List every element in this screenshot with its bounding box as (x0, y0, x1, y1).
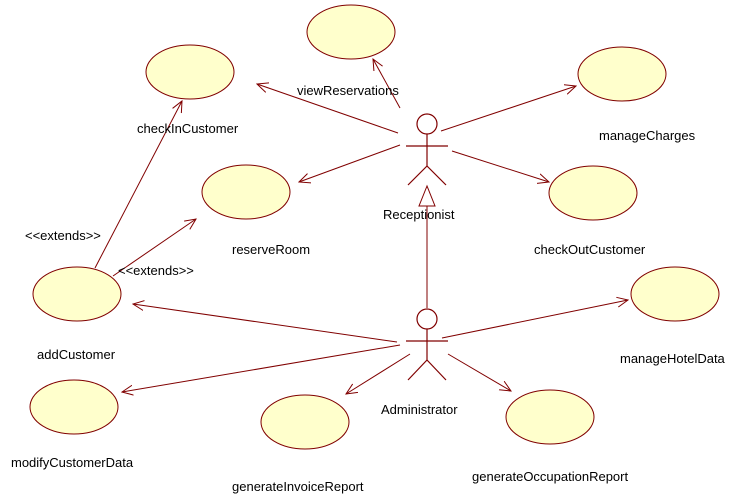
receptionist-actor-icon[interactable] (406, 113, 448, 186)
assoc-admin-add-customer (133, 304, 398, 343)
generalization-arrowhead (418, 184, 436, 207)
usecase-check-out-customer[interactable] (548, 165, 638, 221)
label-check-out-customer: checkOutCustomer (534, 242, 646, 257)
usecase-manage-hotel-data[interactable] (630, 266, 720, 322)
label-add-customer: addCustomer (37, 347, 116, 362)
assoc-receptionist-reserve-room (299, 144, 401, 182)
extends-line-check-in (94, 101, 182, 269)
label-manage-hotel-data: manageHotelData (620, 351, 726, 366)
assoc-receptionist-check-in (257, 84, 399, 134)
label-receptionist: Receptionist (383, 207, 455, 222)
label-view-reservations: viewReservations (297, 83, 399, 98)
usecase-modify-customer-data[interactable] (29, 379, 119, 435)
assoc-admin-occupation-report (447, 353, 511, 391)
assoc-admin-manage-hotel-data (441, 300, 628, 339)
label-administrator: Administrator (381, 402, 458, 417)
assoc-admin-modify-customer-data (122, 344, 401, 392)
administrator-actor-icon[interactable] (406, 308, 448, 381)
label-extends-reserve-room: <<extends>> (118, 263, 194, 278)
assoc-admin-invoice-report (346, 353, 411, 394)
label-reserve-room: reserveRoom (232, 242, 310, 257)
label-extends-check-in: <<extends>> (25, 228, 101, 243)
label-modify-customer-data: modifyCustomerData (11, 455, 134, 470)
assoc-receptionist-check-out (451, 150, 549, 182)
usecase-check-in-customer[interactable] (145, 44, 235, 100)
usecase-generate-invoice-report[interactable] (260, 394, 350, 450)
label-check-in-customer: checkInCustomer (137, 121, 239, 136)
label-generate-invoice-report: generateInvoiceReport (232, 479, 364, 494)
usecase-manage-charges[interactable] (577, 46, 667, 102)
usecase-generate-occupation-report[interactable] (505, 389, 595, 445)
extends-line-reserve-room (112, 219, 196, 277)
label-manage-charges: manageCharges (599, 128, 696, 143)
usecase-add-customer[interactable] (32, 266, 122, 322)
usecase-view-reservations[interactable] (306, 4, 396, 60)
assoc-receptionist-view-reservations (373, 59, 401, 109)
assoc-receptionist-manage-charges (440, 86, 576, 132)
usecase-reserve-room[interactable] (201, 164, 291, 220)
label-generate-occupation-report: generateOccupationReport (472, 469, 628, 484)
